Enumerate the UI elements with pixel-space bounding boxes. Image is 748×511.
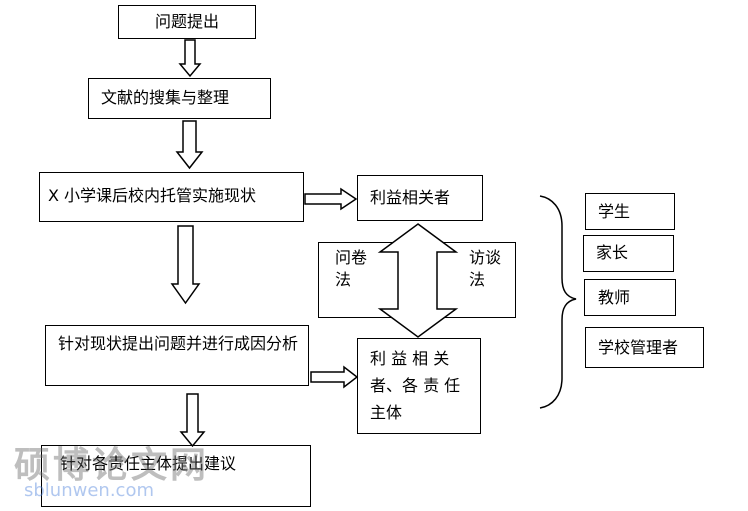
stakeholder-parents-label: 家长 bbox=[596, 243, 629, 262]
box-cause-analysis: 针对现状提出问题并进行成因分析 bbox=[45, 325, 309, 386]
box-literature-review-label: 文献的搜集与整理 bbox=[101, 88, 230, 107]
box-current-status: X 小学课后校内托管实施现状 bbox=[39, 172, 304, 222]
down-arrow-1 bbox=[178, 39, 202, 78]
watermark-url: sblunwen.com bbox=[24, 480, 154, 501]
box-current-status-label: X 小学课后校内托管实施现状 bbox=[48, 186, 257, 205]
box-suggestions: 针对各责任主体提出建议 bbox=[41, 445, 311, 507]
watermark-title: 硕博论文网 bbox=[14, 444, 210, 486]
box-suggestions-label: 针对各责任主体提出建议 bbox=[60, 454, 237, 473]
box-responsible-parties-label: 利 益 相 关 者、各 责 任 主体 bbox=[370, 349, 461, 422]
double-arrow-vertical bbox=[377, 223, 459, 338]
right-arrow-to-responsible bbox=[310, 365, 359, 389]
stakeholder-students-label: 学生 bbox=[598, 202, 631, 221]
box-cause-analysis-label: 针对现状提出问题并进行成因分析 bbox=[58, 334, 299, 353]
down-arrow-3 bbox=[170, 225, 201, 305]
box-interview-method-label: 访谈法 bbox=[469, 248, 502, 289]
down-arrow-4 bbox=[179, 393, 206, 448]
box-stakeholder-teachers: 教师 bbox=[584, 279, 676, 316]
right-arrow-to-stakeholders bbox=[304, 187, 358, 211]
box-questionnaire-method: 问卷法 bbox=[318, 242, 398, 318]
box-stakeholder-administrators: 学校管理者 bbox=[585, 327, 704, 368]
stakeholder-administrators-label: 学校管理者 bbox=[598, 338, 679, 357]
box-stakeholder-students: 学生 bbox=[585, 193, 675, 230]
curly-brace bbox=[539, 195, 577, 409]
box-stakeholder-parents: 家长 bbox=[583, 235, 674, 272]
box-stakeholders-label: 利益相关者 bbox=[370, 188, 451, 207]
box-responsible-parties: 利 益 相 关 者、各 责 任 主体 bbox=[357, 338, 481, 434]
stakeholder-teachers-label: 教师 bbox=[598, 288, 631, 307]
down-arrow-2 bbox=[175, 120, 204, 170]
box-stakeholders: 利益相关者 bbox=[357, 175, 483, 221]
box-interview-method: 访谈法 bbox=[437, 242, 516, 318]
box-problem-statement-label: 问题提出 bbox=[154, 12, 219, 31]
box-problem-statement: 问题提出 bbox=[118, 5, 256, 39]
watermark: 硕博论文网 sblunwen.com bbox=[14, 436, 206, 506]
box-questionnaire-method-label: 问卷法 bbox=[335, 248, 368, 289]
box-literature-review: 文献的搜集与整理 bbox=[88, 78, 271, 119]
